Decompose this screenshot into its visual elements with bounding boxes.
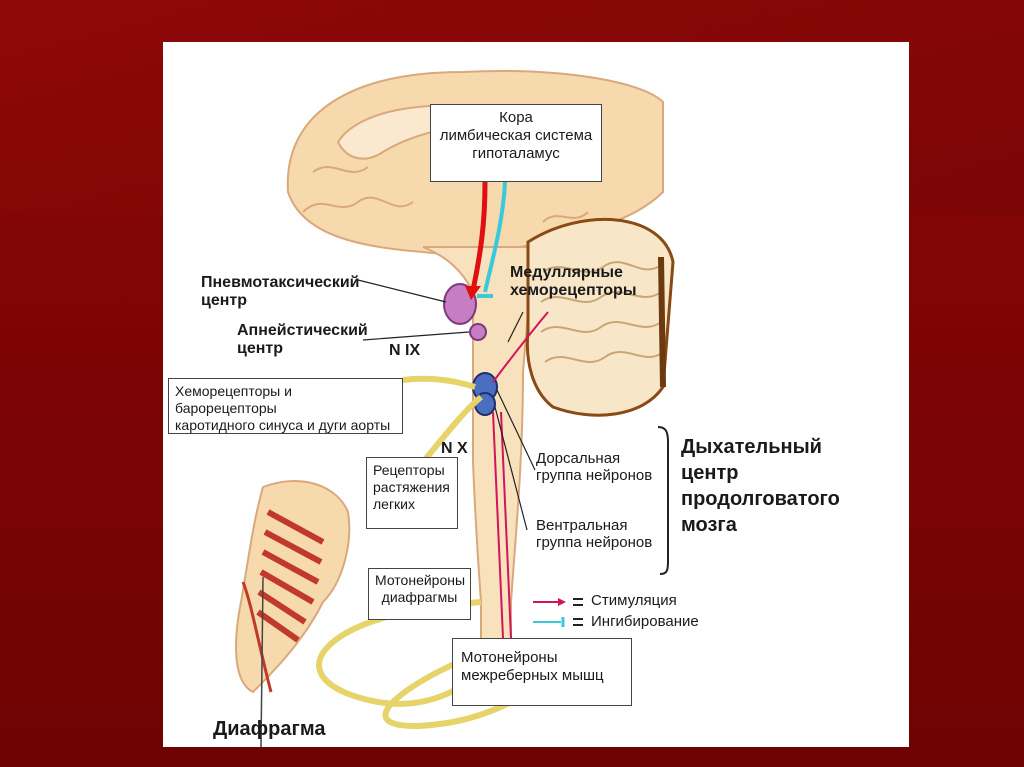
stimulation-tract-1	[492, 411, 504, 639]
leader-ventral	[494, 406, 528, 531]
intercostal-motor-neurons-box: Мотонейроны межреберных мышц	[452, 638, 632, 706]
apneustic-line-1: Апнейстический	[237, 322, 368, 339]
legend-stimulation-label: Стимуляция	[591, 592, 677, 609]
motor-intercostal-line-2: межреберных мышц	[461, 667, 604, 684]
intercostal-muscles	[256, 509, 325, 643]
medullary-line-2: хеморецепторы	[510, 282, 637, 300]
apneustic-label: Апнейстический центр	[237, 322, 368, 359]
cerebellum-folia	[540, 261, 664, 363]
stretch-line-2: растяжения	[373, 478, 450, 495]
nerve-ix	[402, 375, 476, 390]
medullary-chemoreceptors-label: Медуллярные хеморецепторы	[510, 264, 637, 301]
resp-center-line-2: центр	[681, 462, 739, 484]
leader-pneumotaxic	[357, 279, 447, 303]
cortex-stimulation-arrow	[470, 181, 488, 291]
ventral-line-2: группа нейронов	[536, 534, 653, 552]
diaphragm-motor-neurons-box: Мотонейроны диафрагмы	[368, 568, 471, 620]
pneumotaxic-nucleus	[443, 283, 477, 325]
pneumotaxic-label: Пневмотаксический центр	[201, 274, 360, 311]
dorsal-line-1: Дорсальная	[536, 450, 621, 467]
ventral-line-1: Вентральная	[536, 517, 628, 534]
chemoreceptor-input	[492, 311, 549, 383]
motor-intercostal-line-1: Мотонейроны	[461, 649, 558, 666]
carotid-receptors-box: Хеморецепторы и барорецепторы каротидног…	[168, 378, 403, 434]
motor-diaphragm-line-1: Мотонейроны	[375, 572, 466, 588]
cortex-line-2: лимбическая система	[439, 127, 593, 144]
legend-inhib-eq	[573, 618, 583, 626]
nerve-x-label: N X	[441, 440, 468, 457]
stretch-line-1: Рецепторы	[373, 462, 445, 478]
spine-line	[260, 576, 264, 747]
diaphragm-outline	[241, 581, 273, 693]
leader-apneustic	[362, 331, 470, 341]
pneumotaxic-line-2: центр	[201, 292, 248, 310]
cerebellum-dark-edge	[658, 256, 666, 388]
stretch-receptors-box: Рецепторы растяжения легких	[366, 457, 458, 529]
nerve-ix-label: N IX	[389, 342, 421, 359]
motor-diaphragm-line-2: диафрагмы	[381, 588, 458, 605]
resp-center-line-4: мозга	[681, 514, 737, 536]
resp-center-line-3: продолговатого	[681, 488, 840, 510]
resp-center-bracket	[657, 426, 669, 575]
carotid-line-2: каротидного синуса и дуги аорты	[175, 416, 391, 433]
cortex-line-3: гипоталамус	[472, 145, 560, 162]
medullary-line-1: Медуллярные	[510, 264, 623, 281]
cerebellum-shape	[525, 218, 675, 417]
diagram-panel: Кора лимбическая система гипоталамус Пне…	[163, 42, 909, 747]
ventral-group-label: Вентральная группа нейронов	[536, 517, 652, 552]
dorsal-group-label: Дорсальная группа нейронов	[536, 450, 652, 485]
pneumotaxic-line-1: Пневмотаксический	[201, 274, 360, 291]
diaphragm-label: Диафрагма	[213, 718, 326, 740]
apneustic-line-2: центр	[237, 340, 284, 358]
legend-inhibition-label: Ингибирование	[591, 613, 699, 630]
respiratory-center-label: Дыхательный центр продолговатого мозга	[681, 434, 840, 538]
dorsal-line-2: группа нейронов	[536, 467, 653, 485]
apneustic-nucleus	[469, 323, 487, 341]
thorax-shape	[235, 480, 351, 694]
cortex-label-box: Кора лимбическая система гипоталамус	[430, 104, 602, 182]
resp-center-line-1: Дыхательный	[681, 436, 822, 458]
carotid-line-1: Хеморецепторы и барорецепторы	[175, 383, 292, 416]
cortex-line-1: Кора	[499, 109, 533, 126]
nerve-x	[420, 394, 483, 464]
legend-stim-head	[558, 598, 566, 606]
leader-medullary	[507, 311, 524, 343]
cortex-inhibition-line	[483, 181, 507, 293]
legend-stim-eq	[573, 598, 583, 606]
gyri-lines	[302, 166, 589, 223]
leader-dorsal	[496, 389, 536, 471]
stretch-line-3: легких	[373, 495, 416, 512]
cortex-arrowhead	[465, 286, 481, 300]
stimulation-tract-2	[500, 411, 512, 639]
